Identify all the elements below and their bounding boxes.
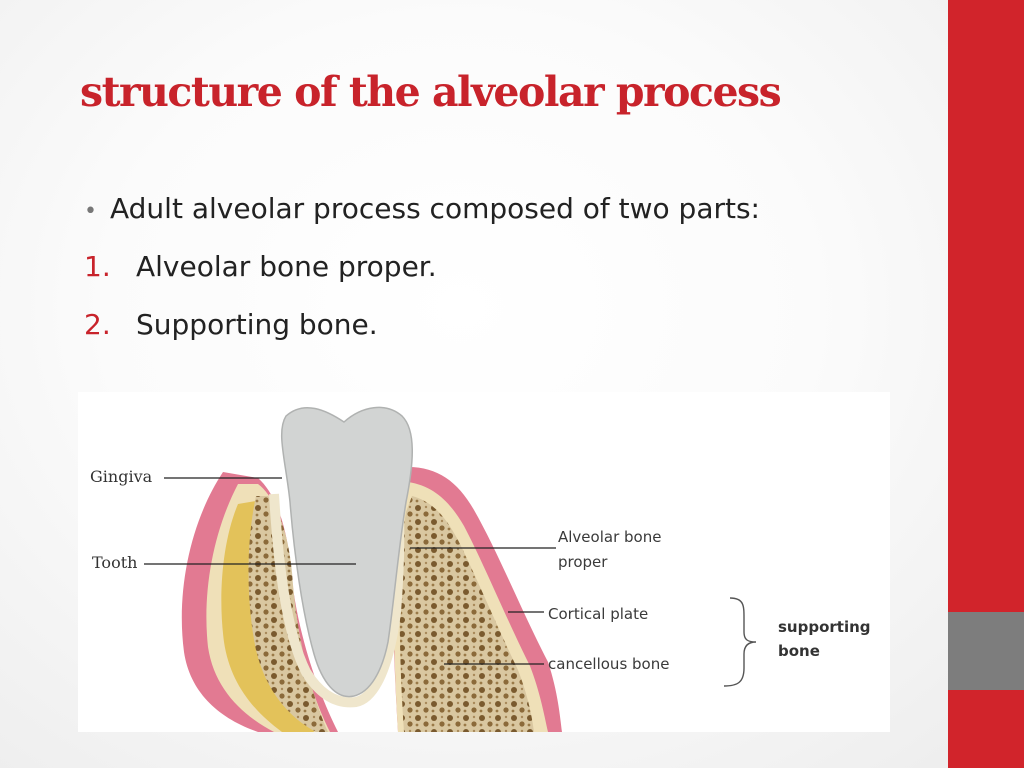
numbered-item: 2. Supporting bone.: [84, 308, 760, 366]
label-supporting-line1: supporting: [778, 618, 871, 636]
sidebar-gray-block: [948, 612, 1024, 690]
label-cortical-plate: Cortical plate: [548, 605, 648, 623]
item-text: Alveolar bone proper.: [136, 250, 437, 283]
label-alveolar-bone-line2: proper: [558, 553, 608, 571]
tooth-shape: [280, 406, 413, 698]
numbered-item: 1. Alveolar bone proper.: [84, 250, 760, 308]
label-tooth: Tooth: [92, 553, 137, 572]
bullet-item: • Adult alveolar process composed of two…: [84, 192, 760, 250]
alveolar-diagram: Gingiva Tooth Alveolar bone proper Corti…: [78, 392, 890, 732]
label-supporting-line2: bone: [778, 642, 820, 660]
bullet-list: • Adult alveolar process composed of two…: [84, 192, 760, 366]
right-bone-region: [393, 467, 562, 732]
label-gingiva: Gingiva: [90, 467, 153, 486]
item-text: Supporting bone.: [136, 308, 378, 341]
socket-lining: [269, 491, 405, 708]
bullet-dot-icon: •: [84, 199, 97, 224]
label-cancellous-bone: cancellous bone: [548, 655, 669, 673]
slide-title: structure of the alveolar process: [80, 68, 782, 116]
sidebar-accent-bar: [948, 0, 1024, 768]
item-number: 1.: [84, 250, 111, 283]
leader-lines: [144, 477, 556, 665]
label-alveolar-bone-line1: Alveolar bone: [558, 528, 661, 546]
bullet-text: Adult alveolar process composed of two p…: [110, 192, 760, 225]
item-number: 2.: [84, 308, 111, 341]
supporting-bone-brace: [723, 597, 757, 687]
